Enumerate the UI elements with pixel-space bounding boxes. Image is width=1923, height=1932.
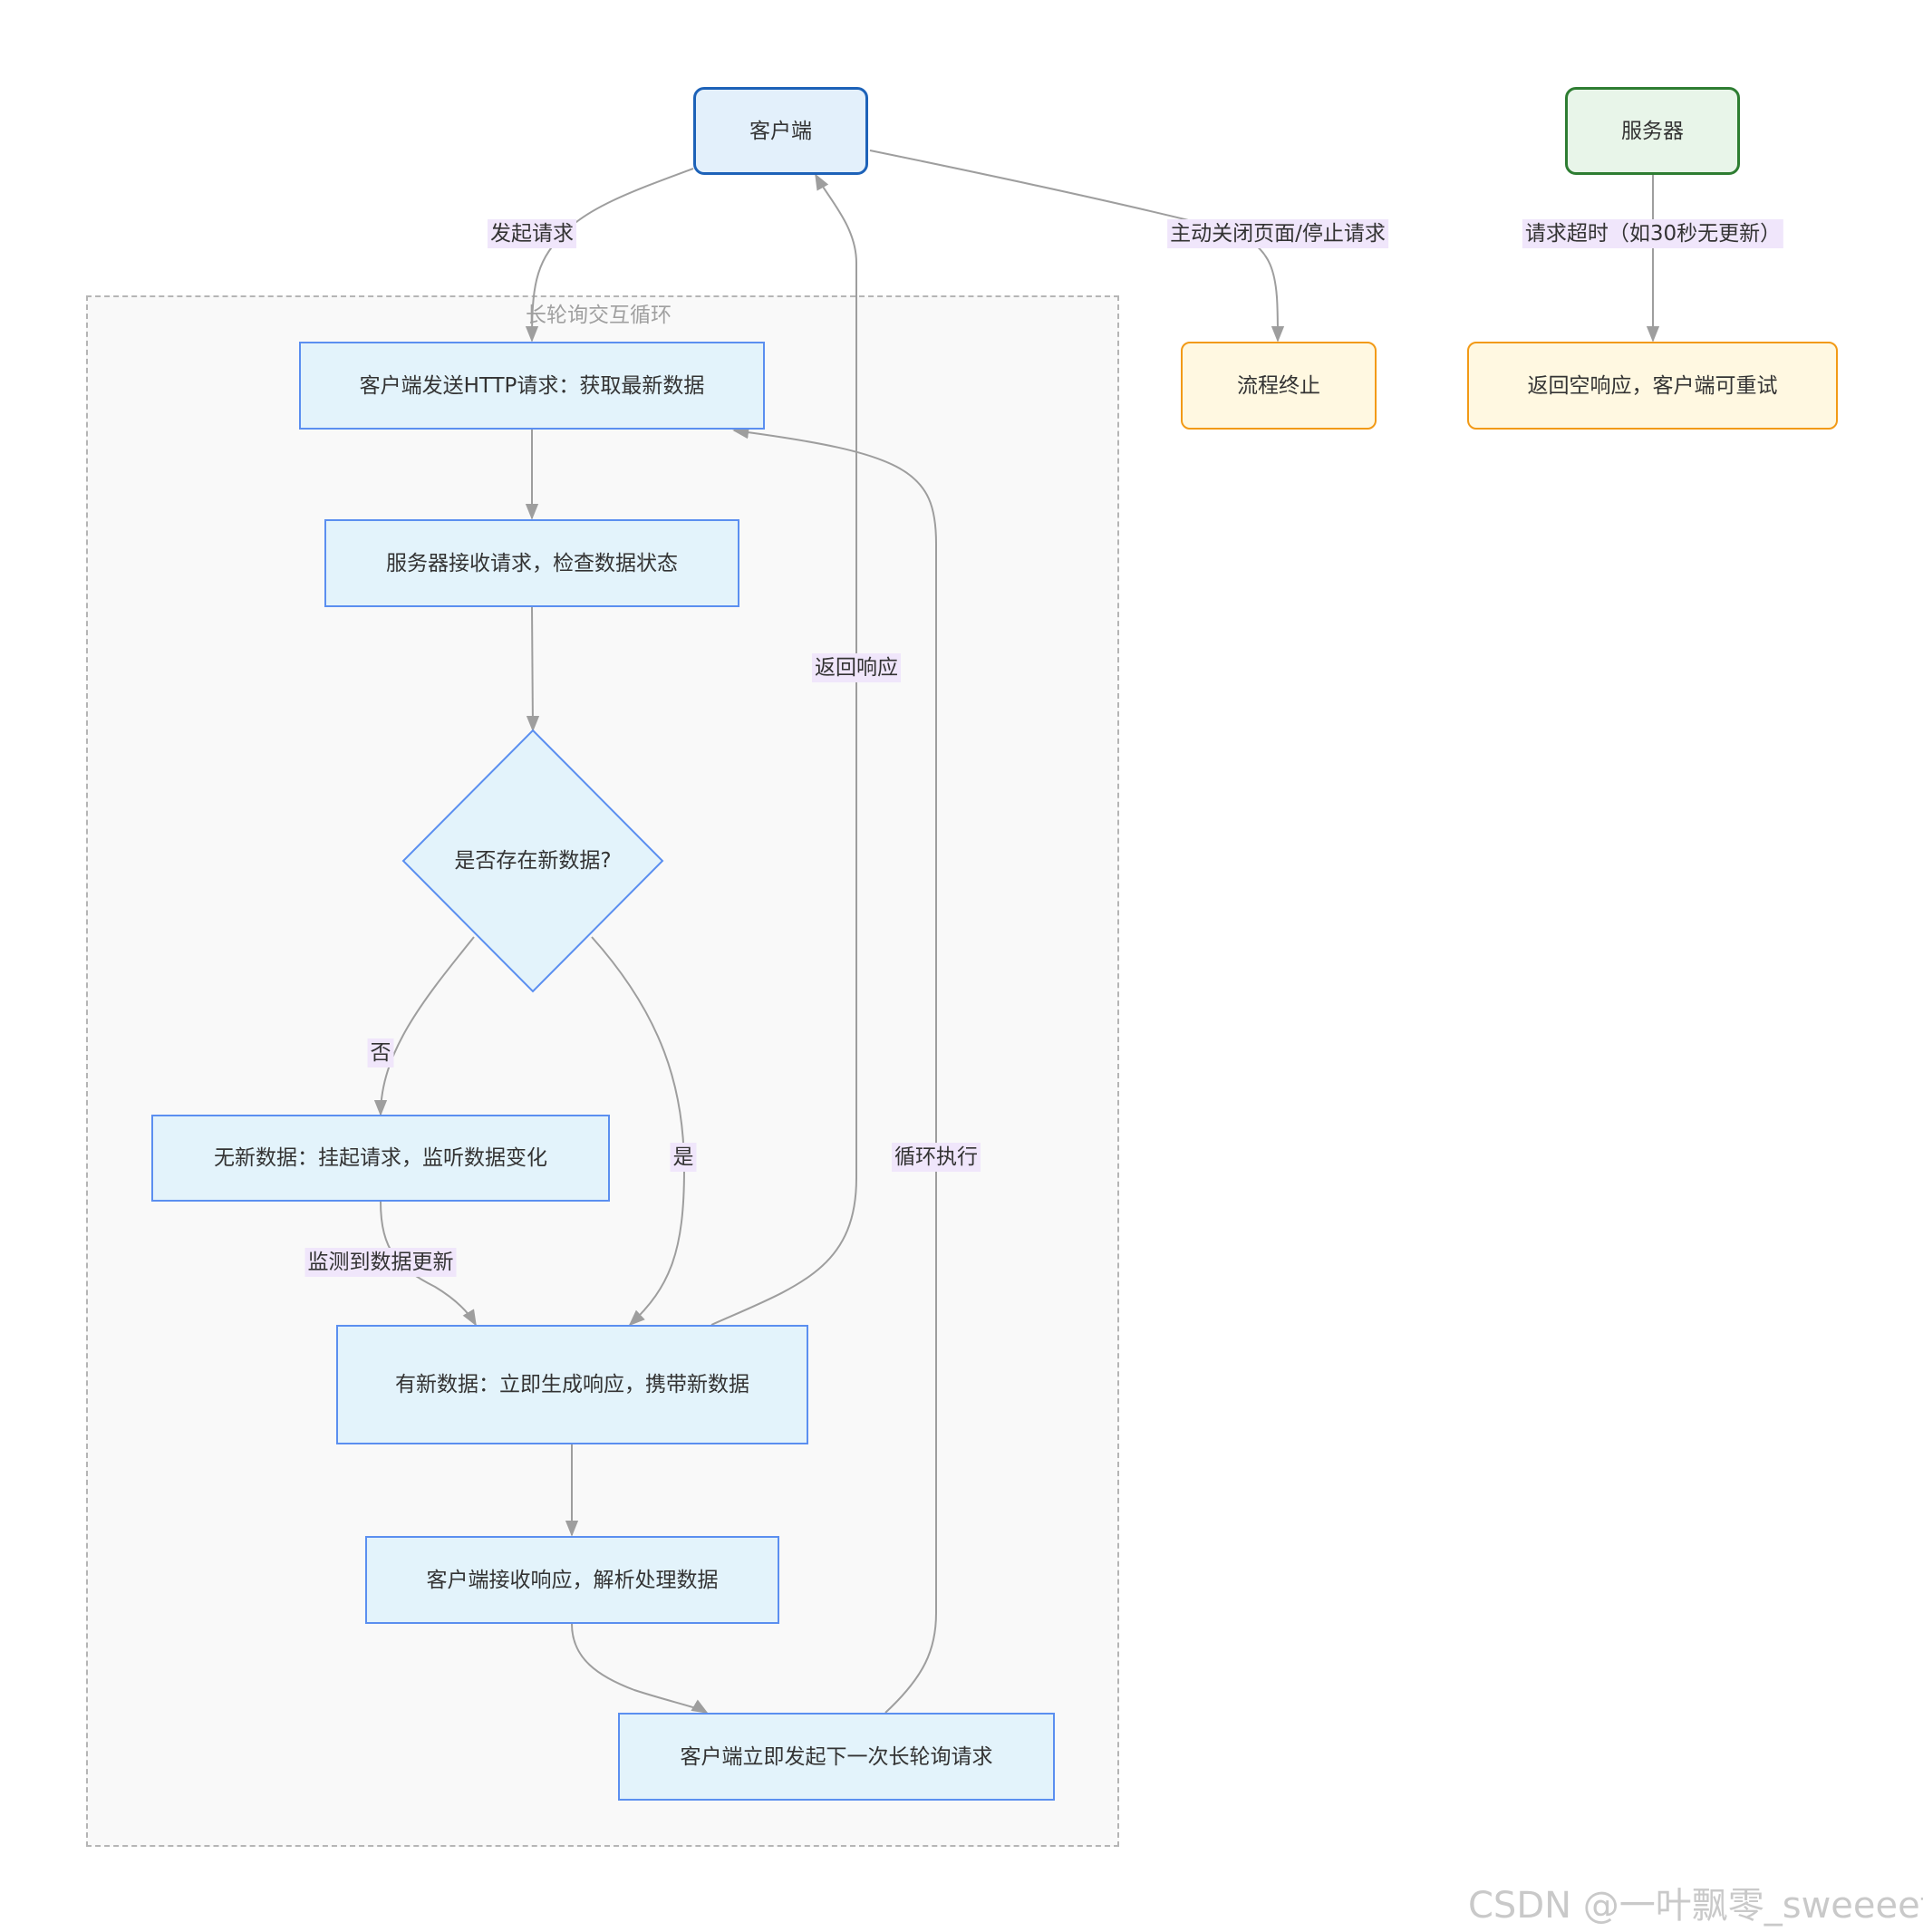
- send-request-label: 客户端发送HTTP请求：获取最新数据: [359, 373, 705, 398]
- edge-hasdata-to-client: [710, 173, 857, 1326]
- parse-response-label: 客户端接收响应，解析处理数据: [426, 1568, 719, 1592]
- server-receive-label: 服务器接收请求，检查数据状态: [386, 551, 678, 575]
- send-request-node: 客户端发送HTTP请求：获取最新数据: [299, 342, 765, 430]
- terminate-label: 流程终止: [1237, 373, 1320, 398]
- watermark: CSDN @一叶飘零_sweeeet: [1468, 1885, 1923, 1927]
- edge-parse-to-next: [571, 1623, 709, 1714]
- decision-node: 是否存在新数据?: [406, 834, 660, 888]
- server-node: 服务器: [1565, 87, 1740, 175]
- edge-label-yes: 是: [670, 1143, 697, 1172]
- edge-nodata-to-hasdata: [380, 1201, 477, 1327]
- parse-response-node: 客户端接收响应，解析处理数据: [365, 1536, 779, 1624]
- decision-label: 是否存在新数据?: [454, 849, 612, 873]
- no-data-label: 无新数据：挂起请求，监听数据变化: [214, 1146, 547, 1170]
- edge-label-return: 返回响应: [812, 653, 901, 682]
- edge-label-no: 否: [367, 1038, 394, 1067]
- edge-label-stop: 主动关闭页面/停止请求: [1167, 219, 1388, 248]
- next-request-node: 客户端立即发起下一次长轮询请求: [618, 1713, 1055, 1801]
- server-label: 服务器: [1621, 119, 1684, 143]
- edge-label-detect: 监测到数据更新: [304, 1248, 457, 1277]
- edge-client-to-send: [525, 168, 694, 343]
- has-data-label: 有新数据：立即生成响应，携带新数据: [395, 1373, 749, 1396]
- client-label: 客户端: [749, 119, 812, 143]
- decision-diamond: [401, 729, 664, 993]
- edge-decision-no: [373, 936, 475, 1116]
- no-data-node: 无新数据：挂起请求，监听数据变化: [151, 1115, 610, 1202]
- next-request-label: 客户端立即发起下一次长轮询请求: [680, 1744, 993, 1769]
- empty-response-node: 返回空响应，客户端可重试: [1467, 342, 1838, 430]
- edge-label-loop: 循环执行: [892, 1143, 981, 1172]
- edge-next-loop-to-send: [732, 425, 937, 1714]
- empty-response-label: 返回空响应，客户端可重试: [1527, 373, 1778, 398]
- has-data-node: 有新数据：立即生成响应，携带新数据: [336, 1325, 808, 1444]
- edge-receive-to-decision: [526, 606, 540, 732]
- client-node: 客户端: [693, 87, 868, 175]
- terminate-node: 流程终止: [1181, 342, 1377, 430]
- server-receive-node: 服务器接收请求，检查数据状态: [324, 519, 739, 607]
- cluster-title: 长轮询交互循环: [526, 304, 672, 327]
- edge-label-timeout: 请求超时（如30秒无更新）: [1522, 219, 1784, 248]
- edge-label-start: 发起请求: [488, 219, 576, 248]
